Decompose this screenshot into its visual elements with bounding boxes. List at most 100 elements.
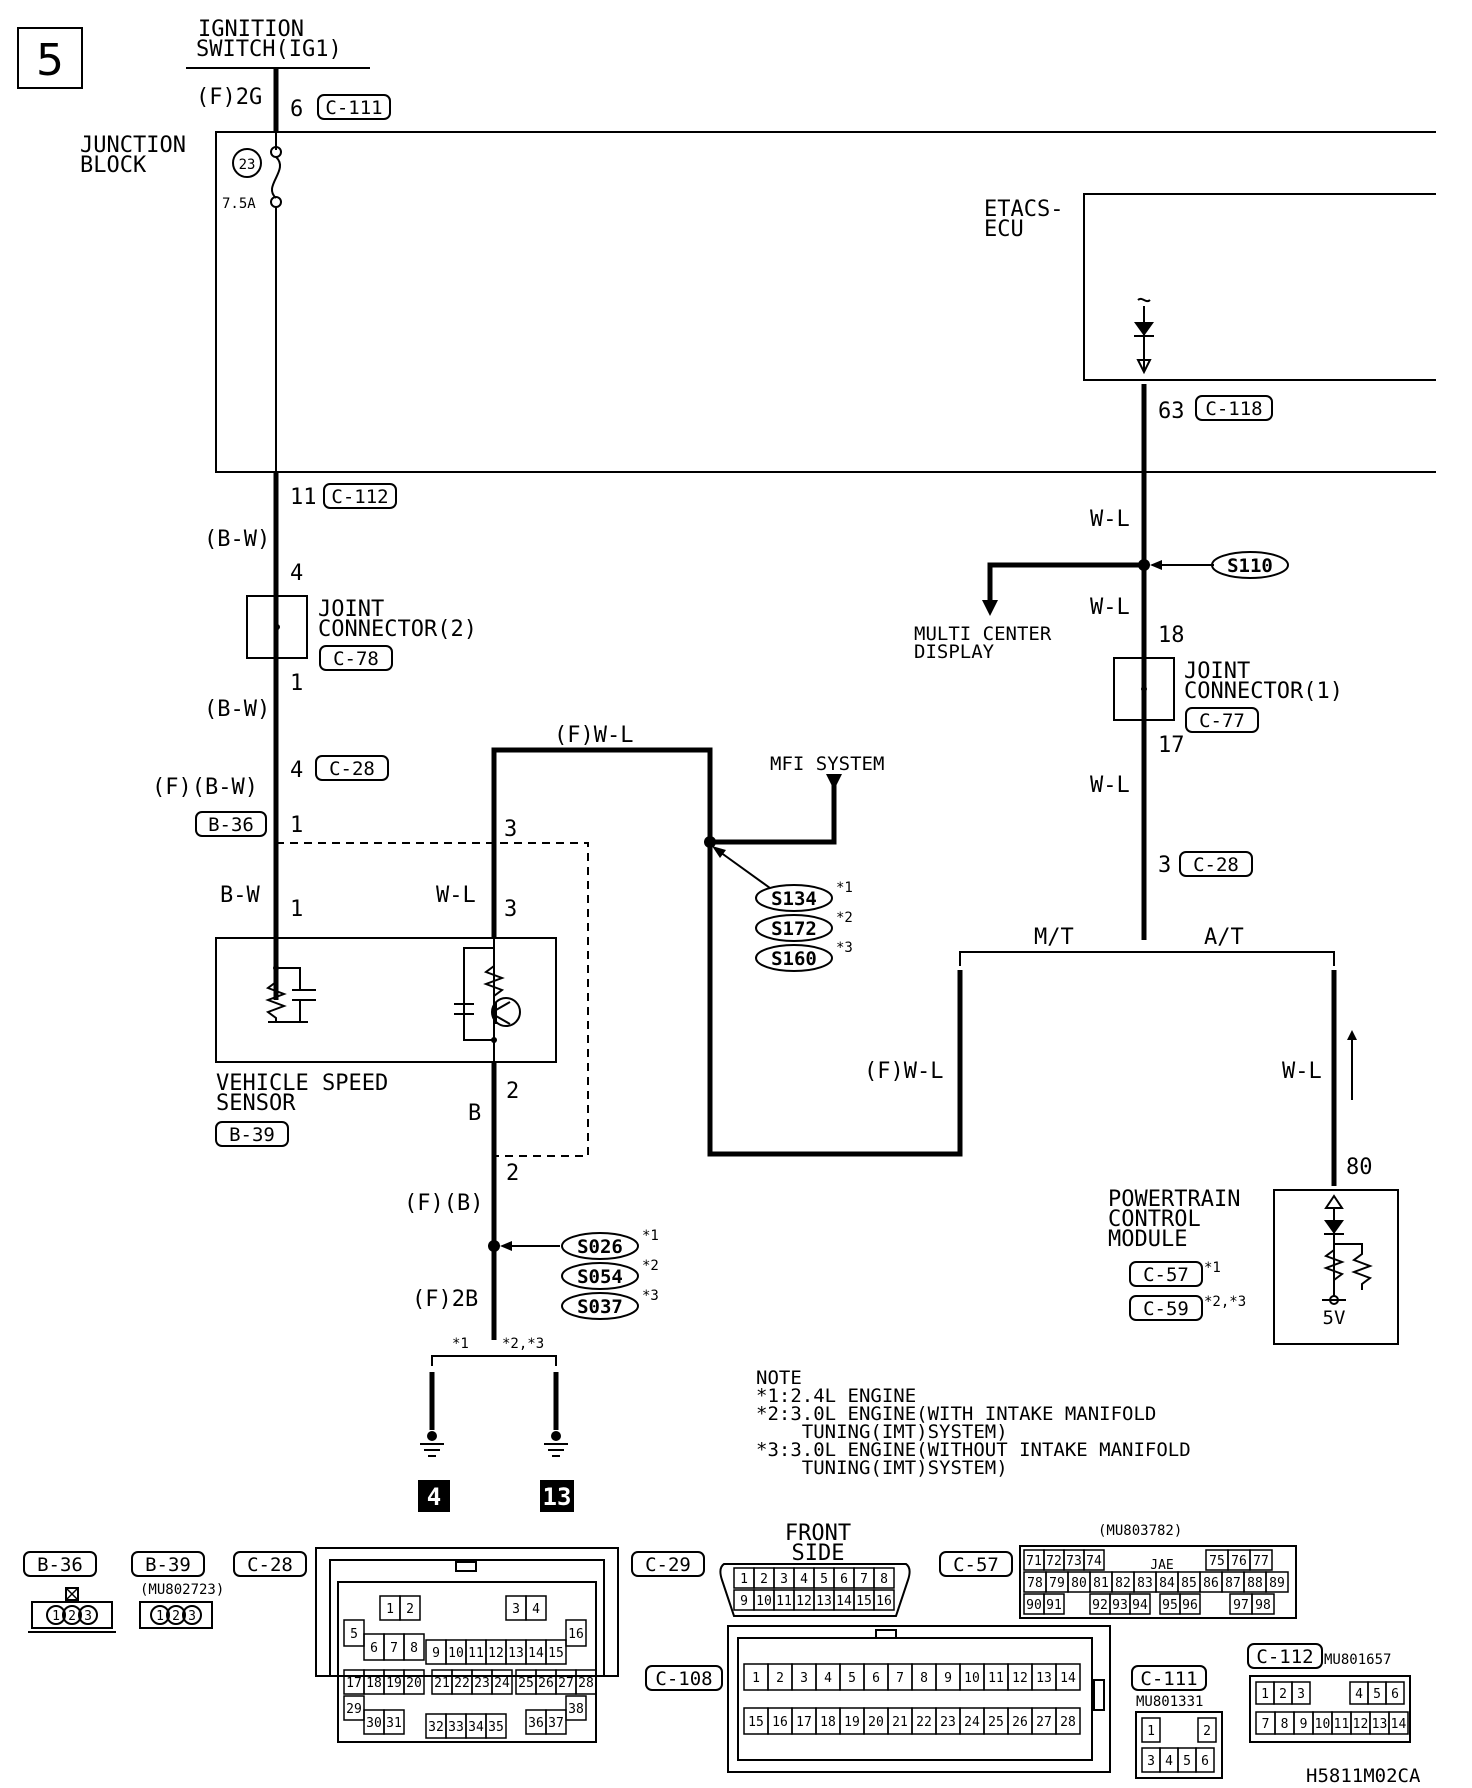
svg-text:*1: *1 <box>1204 1260 1221 1276</box>
connector-pin-label: 2 <box>1203 1724 1211 1739</box>
connector-pin-label: 90 <box>1026 1598 1042 1613</box>
view-b39-shell <box>139 1601 213 1629</box>
joint-connector-1-box <box>1113 657 1175 721</box>
svg-text:*1: *1 <box>452 1336 469 1352</box>
view-c29-tag <box>631 1551 705 1577</box>
connector-pin-label: 20 <box>406 1676 422 1691</box>
connector-pin-label: 1 <box>386 1602 394 1617</box>
svg-text:2: 2 <box>68 1609 76 1624</box>
wire-f2g: (F)2G <box>196 85 262 110</box>
connector-pin-label: 73 <box>1066 1554 1082 1569</box>
conn-c112: C-112 <box>331 486 388 508</box>
pin-63: 63 <box>1158 399 1185 424</box>
joint-connector-1-label-2: CONNECTOR(1) <box>1184 679 1343 704</box>
view-c28: C-28 <box>247 1554 293 1576</box>
conn-c111: C-111 <box>325 97 382 119</box>
view-c111-part: MU801331 <box>1136 1694 1203 1710</box>
connector-pin-label: 21 <box>434 1676 450 1691</box>
connector-pin-label: 33 <box>448 1720 464 1735</box>
connector-pin-label: 23 <box>940 1715 956 1730</box>
pin-1: 1 <box>290 671 303 696</box>
connector-pin-label: 15 <box>748 1715 764 1730</box>
connector-pin-label: 9 <box>944 1671 952 1686</box>
connector-pin-label: 17 <box>346 1676 362 1691</box>
connector-pin-label: 7 <box>1262 1717 1270 1732</box>
connector-pin-label: 12 <box>488 1646 504 1661</box>
connector-pin-label: 2 <box>760 1572 768 1587</box>
connector-pin-label: 10 <box>448 1646 464 1661</box>
fuse-number-circle <box>232 148 262 178</box>
pcm-label-1: POWERTRAIN <box>1108 1187 1240 1212</box>
view-b36-shell <box>31 1601 113 1629</box>
splice-s160 <box>755 944 833 972</box>
connector-pin-label: 28 <box>1060 1715 1076 1730</box>
pin-2b: 2 <box>506 1161 519 1186</box>
svg-text:S026: S026 <box>577 1236 623 1258</box>
wire-wl-r4: W-L <box>1282 1059 1322 1084</box>
connector-pin-label: 3 <box>512 1602 520 1617</box>
connector-pin-label: 7 <box>860 1572 868 1587</box>
view-c57-shell <box>1019 1545 1297 1619</box>
wire-mt-return <box>707 970 963 1157</box>
connector-pin-label: 22 <box>916 1715 932 1730</box>
svg-text:*1: *1 <box>642 1228 659 1244</box>
splice-s026 <box>561 1232 639 1260</box>
pin-11: 11 <box>290 485 317 510</box>
connector-pin-label: 12 <box>1012 1671 1028 1686</box>
connector-pin-label: 74 <box>1086 1554 1102 1569</box>
mt-at-bracket <box>959 951 1335 966</box>
connector-pin-label: 7 <box>390 1641 398 1656</box>
view-c29-shell <box>719 1563 911 1617</box>
svg-text:S037: S037 <box>577 1296 623 1318</box>
connector-pin-label: 82 <box>1115 1576 1131 1591</box>
connector-pin-label: 30 <box>366 1716 382 1731</box>
svg-text:*3:3.0L ENGINE(WITHOUT INTAKE: *3:3.0L ENGINE(WITHOUT INTAKE MANIFOLD <box>756 1439 1191 1461</box>
connector-pin-label: 85 <box>1181 1576 1197 1591</box>
connector-pin-label: 3 <box>1147 1754 1155 1769</box>
joint-connector-2-label-2: CONNECTOR(2) <box>318 617 477 642</box>
pin-6: 6 <box>290 97 303 122</box>
connector-pin-label: 29 <box>346 1702 362 1717</box>
connector-pin-label: 4 <box>1165 1754 1173 1769</box>
pin-1c: 1 <box>290 897 303 922</box>
shield-dashed-line <box>276 842 589 1157</box>
wire-bw-3: B-W <box>220 883 260 908</box>
connector-pin-label: 3 <box>780 1572 788 1587</box>
pin-1b: 1 <box>290 813 303 838</box>
svg-text:S134: S134 <box>771 888 817 910</box>
conn-c28b-tag <box>1179 851 1253 877</box>
connector-pin-label: 13 <box>508 1646 524 1661</box>
wire-fwl-loop <box>491 747 713 1152</box>
connector-pin-label: 18 <box>820 1715 836 1730</box>
connector-pin-label: 96 <box>1182 1598 1198 1613</box>
connector-pin-label: 3 <box>800 1671 808 1686</box>
connector-pin-label: 11 <box>468 1646 484 1661</box>
svg-text:S160: S160 <box>771 948 817 970</box>
connector-pin-label: 6 <box>1391 1687 1399 1702</box>
wire-b: B <box>468 1101 481 1126</box>
connector-pin-label: 1 <box>1261 1687 1269 1702</box>
view-c29-side-2: SIDE <box>792 1541 845 1566</box>
mfi-system-label: MFI SYSTEM <box>770 753 884 775</box>
wire-to-multi-center <box>987 562 1144 602</box>
wire-bw-1: (B-W) <box>204 527 270 552</box>
connector-pin-label: 4 <box>800 1572 808 1587</box>
connector-pin-label: 79 <box>1049 1576 1065 1591</box>
svg-text:3: 3 <box>84 1609 92 1624</box>
svg-text:TUNING(IMT)SYSTEM): TUNING(IMT)SYSTEM) <box>756 1421 1008 1443</box>
connector-pin-label: 95 <box>1162 1598 1178 1613</box>
connector-pin-label: 8 <box>410 1641 418 1656</box>
connector-pin-label: 92 <box>1092 1598 1108 1613</box>
junction-block-label-2: BLOCK <box>80 153 147 178</box>
multi-center-label-1: MULTI CENTER <box>914 623 1052 645</box>
connector-pin-label: 11 <box>1334 1717 1350 1732</box>
junction-block-label-1: JUNCTION <box>80 133 186 158</box>
pin-2a: 2 <box>506 1079 519 1104</box>
connector-pin-label: 13 <box>816 1594 832 1609</box>
connector-pin-label: 6 <box>872 1671 880 1686</box>
ground-4: 4 <box>427 1483 441 1511</box>
connector-pin-label: 81 <box>1093 1576 1109 1591</box>
